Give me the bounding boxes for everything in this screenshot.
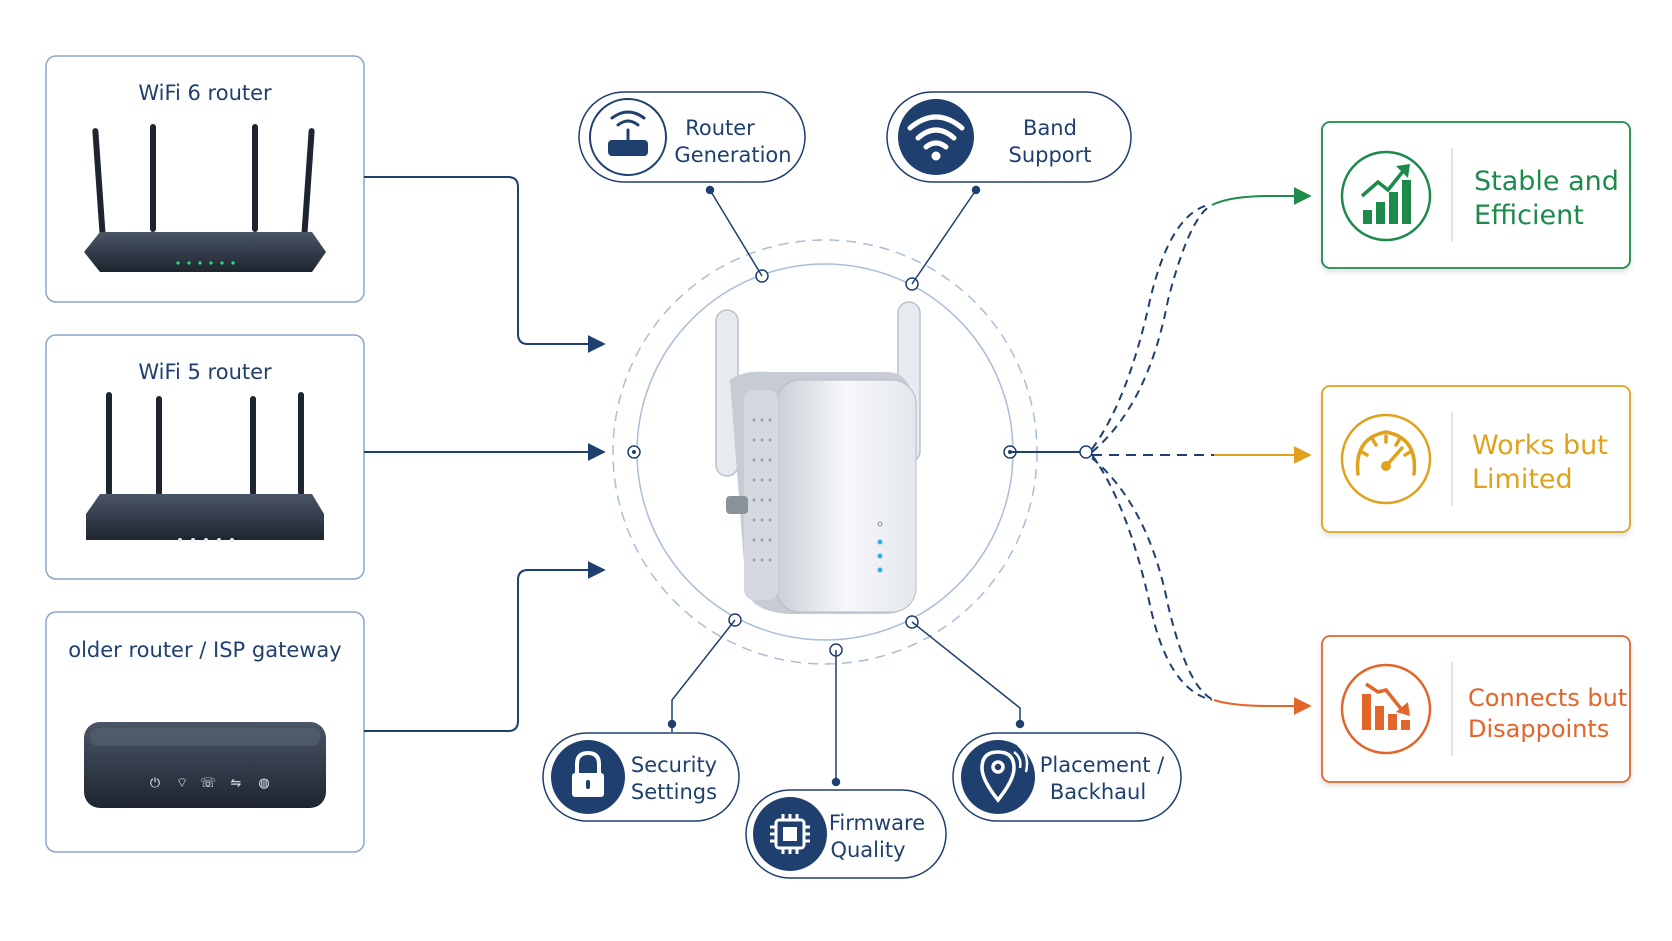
factor-label: Settings [631, 780, 717, 804]
outcome-stable-efficient: Stable and Efficient [1321, 121, 1631, 269]
factor-connectors [667, 185, 1025, 787]
factor-router-generation: Router Generation [578, 91, 806, 183]
factor-label: Placement / [1040, 753, 1165, 777]
factor-label: Generation [674, 143, 791, 167]
wifi6-router-image [84, 124, 326, 272]
factor-label: Security [631, 753, 717, 777]
router-icon [608, 110, 648, 156]
router-connectors [364, 176, 606, 732]
factor-firmware-quality: Firmware Quality [745, 789, 947, 879]
chart-down-icon [1362, 682, 1410, 730]
router-panel-older: older router / ISP gateway ⏻ ⌔ ☏ ⇋ ◍ [45, 611, 365, 853]
chart-up-icon [1360, 164, 1411, 224]
wifi5-router-image [86, 392, 324, 542]
wifi-dot [931, 151, 941, 161]
factor-label: Router [685, 116, 755, 140]
factor-label: Support [1008, 143, 1091, 167]
router-panel-wifi5: WiFi 5 router [45, 334, 365, 580]
outcome-label: Works but [1472, 430, 1608, 461]
router-label: WiFi 6 router [138, 81, 272, 105]
wifi-icon: ⌔ [176, 776, 188, 791]
factor-label: Backhaul [1050, 780, 1146, 804]
outcome-label: Disappoints [1468, 715, 1609, 743]
outcome-label: Connects but [1468, 684, 1627, 712]
outcome-label: Stable and [1474, 166, 1619, 197]
outcome-connectors [1010, 187, 1312, 715]
factor-label: Firmware [829, 811, 925, 835]
factor-placement-backhaul: Placement / Backhaul [952, 732, 1182, 822]
factor-band-support: Band Support [886, 91, 1132, 183]
globe-icon: ◍ [258, 776, 269, 791]
outcome-label: Limited [1472, 464, 1573, 495]
gauge-icon [1355, 430, 1417, 476]
isp-gateway-image: ⏻ ⌔ ☏ ⇋ ◍ [84, 722, 326, 808]
outcome-label: Efficient [1474, 200, 1584, 231]
wifi-extender-image [715, 301, 921, 614]
phone-icon: ☏ [200, 776, 216, 791]
router-label: WiFi 5 router [138, 360, 272, 384]
factor-label: Band [1023, 116, 1077, 140]
wifi-icon [907, 114, 965, 150]
lock-icon [572, 750, 604, 797]
connector-wifi6 [364, 176, 606, 353]
factor-label: Quality [830, 838, 905, 862]
chip-icon [770, 814, 810, 854]
ethernet-icon: ⇋ [231, 776, 242, 791]
power-icon: ⏻ [150, 776, 160, 791]
connector-older [364, 561, 606, 732]
factor-security-settings: Security Settings [542, 732, 740, 822]
router-panel-wifi6: WiFi 6 router [45, 55, 365, 303]
outcome-works-limited: Works but Limited [1321, 385, 1631, 533]
router-label: older router / ISP gateway [68, 638, 341, 662]
location-pin-icon [980, 744, 1029, 803]
outcome-connects-disappoints: Connects but Disappoints [1321, 635, 1631, 783]
